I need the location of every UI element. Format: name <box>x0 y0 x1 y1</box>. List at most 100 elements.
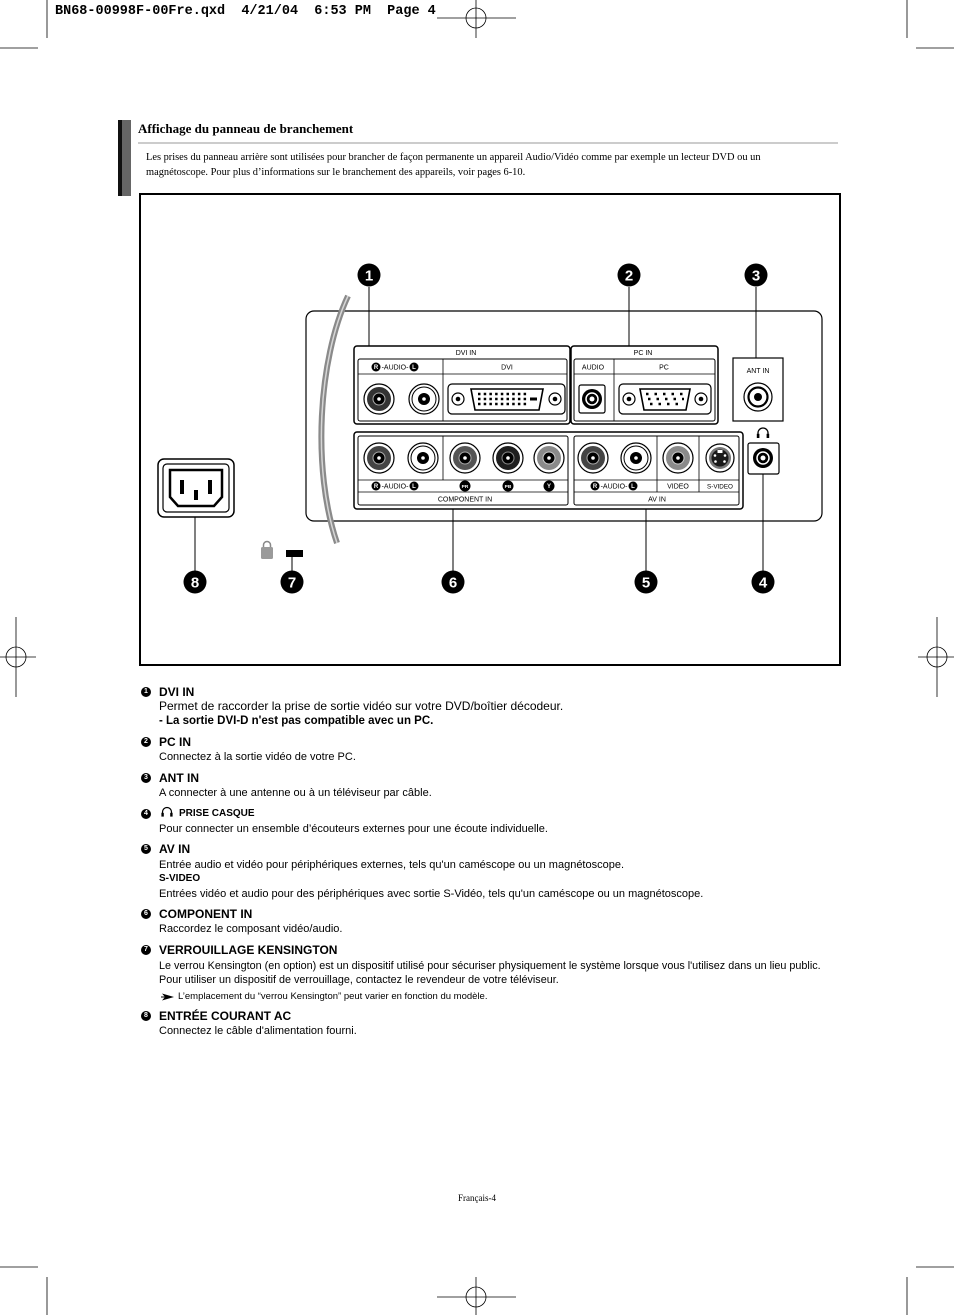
intro-line: magnétoscope. Pour plus d’informations s… <box>146 167 526 178</box>
callout-5: 5 <box>634 570 658 594</box>
audio-label: -AUDIO- <box>382 484 410 491</box>
headphone-jack <box>747 442 780 475</box>
page-number: Français-4 <box>458 1193 496 1203</box>
item-description: Raccordez le composant vidéo/audio. <box>159 923 343 935</box>
registration-mark-top <box>437 0 516 38</box>
vga-connector <box>618 383 712 415</box>
callout-1: 1 <box>357 263 381 287</box>
item-description: Connectez à la sortie vidéo de votre PC. <box>159 751 356 763</box>
audio-l-mark: L <box>412 365 416 371</box>
item-title: ANT IN <box>159 771 199 785</box>
section-title: Affichage du panneau de branchement <box>138 121 354 136</box>
item-title: DVI IN <box>159 685 195 699</box>
component-av-group: R -AUDIO- L PR PB Y COMPONENT IN R -AUDI… <box>353 431 744 510</box>
ant-in-label: ANT IN <box>747 368 770 375</box>
svg-text:Y: Y <box>547 484 551 490</box>
item-title: PRISE CASQUE <box>179 808 255 819</box>
av-video-jack <box>662 442 694 474</box>
headphone-icon <box>161 806 173 817</box>
audio-label: -AUDIO- <box>382 365 410 372</box>
item-title: VERROUILLAGE KENSINGTON <box>159 943 338 957</box>
item-description: Connectez le câble d'alimentation fourni… <box>159 1025 357 1037</box>
item-warning: - La sortie DVI-D n'est pas compatible a… <box>159 715 434 727</box>
callout-2: 2 <box>617 263 641 287</box>
item-title: COMPONENT IN <box>159 907 253 921</box>
registration-mark-left <box>0 617 36 697</box>
item-number-badge: 2 <box>141 737 151 747</box>
s-video-jack <box>705 443 735 473</box>
item-description: Pour utiliser un dispositif de verrouill… <box>159 974 559 986</box>
av-audio-r-jack <box>577 442 609 474</box>
svg-text:8: 8 <box>191 575 199 592</box>
av-audio-l-jack <box>620 442 652 474</box>
item-description: Le verrou Kensington (en option) est un … <box>159 960 821 972</box>
component-pb-jack <box>492 442 524 474</box>
audio-r-mark: R <box>374 484 379 490</box>
component-y-label: Y <box>543 480 555 492</box>
item-number-badge: 4 <box>141 809 151 819</box>
component-pr-label: PR <box>459 480 471 492</box>
component-pr-jack <box>449 442 481 474</box>
dvi-audio-l-jack <box>408 383 440 415</box>
panel-break-curve <box>318 294 351 544</box>
registration-mark-right <box>918 617 954 697</box>
svg-text:7: 7 <box>288 575 296 592</box>
svg-text:6: 6 <box>449 575 457 592</box>
audio-r-mark: R <box>374 365 379 371</box>
item-description: Pour connecter un ensemble d’écouteurs e… <box>159 823 548 835</box>
dvi-in-group: DVI IN R -AUDIO- L DVI <box>353 345 571 425</box>
av-audio-label: R -AUDIO- L <box>590 481 638 491</box>
svg-text:5: 5 <box>642 575 650 592</box>
item-number-badge: 8 <box>141 1011 151 1021</box>
item-number-badge: 6 <box>141 909 151 919</box>
dvi-connector <box>447 383 566 415</box>
power-inlet <box>157 458 235 518</box>
section-marker-bar <box>118 120 131 196</box>
kensington-lock-icon <box>261 540 273 559</box>
kensington-slot <box>286 550 303 557</box>
callout-8: 8 <box>183 570 207 594</box>
antenna-jack <box>743 382 773 412</box>
component-audio-label: R -AUDIO- L <box>371 481 419 491</box>
dvi-audio-label: R -AUDIO- L <box>371 362 419 372</box>
note-arrow-icon <box>161 993 174 1001</box>
ant-in-group: ANT IN <box>732 357 784 422</box>
item-description: Entrée audio et vidéo pour périphériques… <box>159 859 625 871</box>
item-description: Entrées vidéo et audio pour des périphér… <box>159 888 704 900</box>
headphone-icon <box>756 427 770 438</box>
svg-text:PR: PR <box>462 484 469 490</box>
component-pb-label: PB <box>502 480 514 492</box>
item-number-badge: 5 <box>141 844 151 854</box>
registration-mark-bottom <box>437 1277 516 1315</box>
intro-line: Les prises du panneau arrière sont utili… <box>146 152 761 163</box>
svg-text:1: 1 <box>365 268 373 285</box>
item-description: A connecter à une antenne ou à un télévi… <box>159 787 432 799</box>
component-audio-r-jack <box>363 442 395 474</box>
dvi-audio-r-jack <box>363 383 395 415</box>
audio-r-mark: R <box>593 484 598 490</box>
svg-text:4: 4 <box>759 575 768 592</box>
callout-leader-lines <box>194 287 764 571</box>
dvi-in-label: DVI IN <box>456 350 477 357</box>
component-y-jack <box>533 442 565 474</box>
item-number-badge: 7 <box>141 945 151 955</box>
s-video-label: S-VIDEO <box>707 484 733 491</box>
diagram-frame <box>139 193 841 666</box>
svg-text:2: 2 <box>625 268 633 285</box>
pc-in-label: PC IN <box>634 350 653 357</box>
svg-text:3: 3 <box>752 268 760 285</box>
item-subtitle: S-VIDEO <box>159 873 201 884</box>
callout-7: 7 <box>280 570 304 594</box>
audio-label: -AUDIO- <box>601 484 629 491</box>
pc-audio-label: AUDIO <box>582 365 605 372</box>
callout-6: 6 <box>441 570 465 594</box>
pc-in-group: PC IN AUDIO PC <box>570 345 719 425</box>
item-number-badge: 3 <box>141 773 151 783</box>
item-title: AV IN <box>159 842 191 856</box>
component-in-label: COMPONENT IN <box>438 497 492 504</box>
callout-4: 4 <box>751 570 775 594</box>
item-title: ENTRÉE COURANT AC <box>159 1009 292 1023</box>
